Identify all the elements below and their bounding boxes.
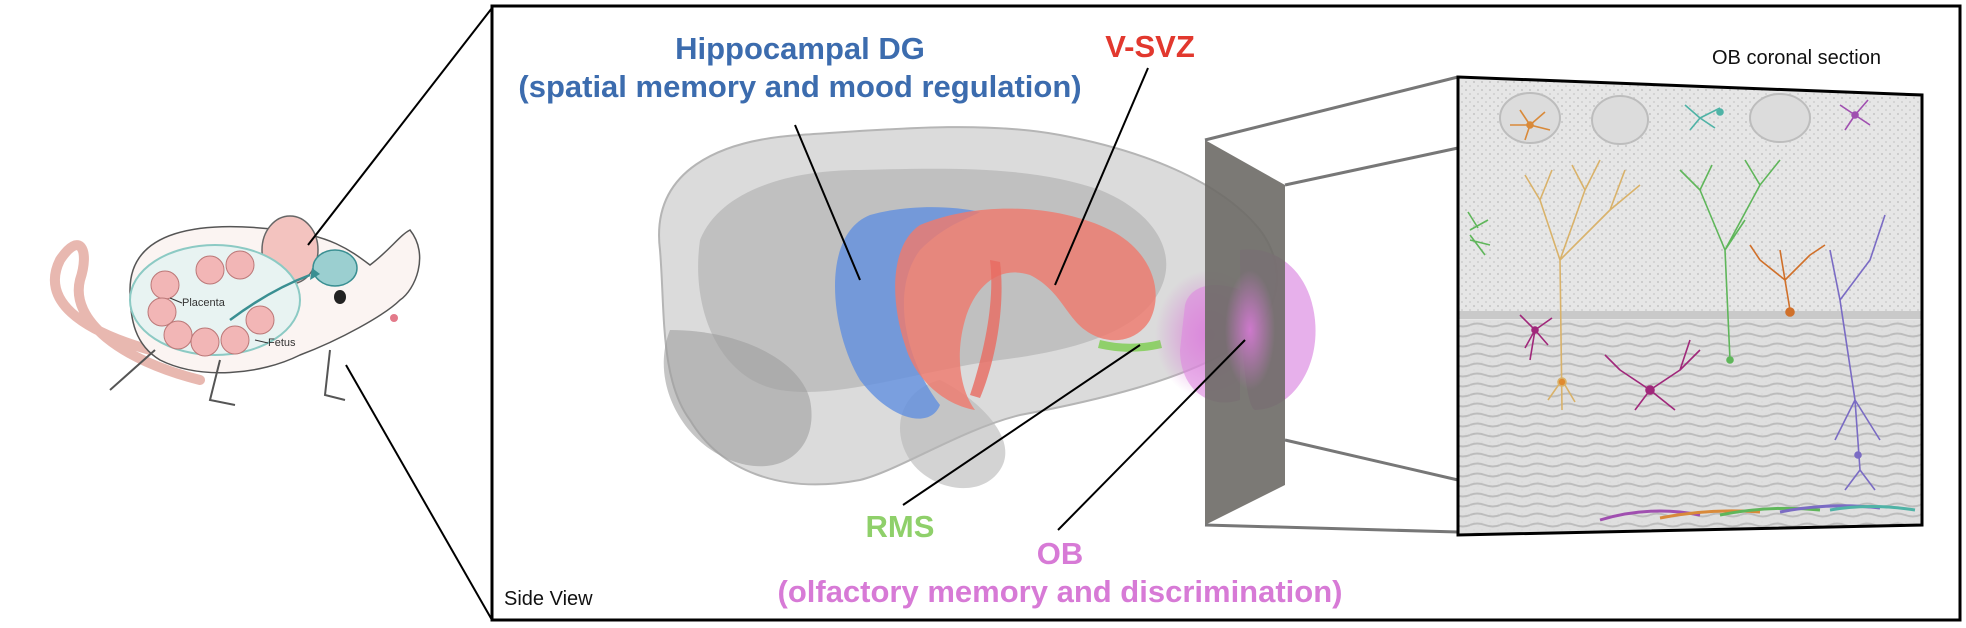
transfer-arrow-head bbox=[310, 268, 320, 280]
dg-title: Hippocampal DG bbox=[675, 31, 925, 66]
dg-subtitle: (spatial memory and mood regulation) bbox=[518, 69, 1082, 104]
section-striped-layer bbox=[1458, 320, 1922, 535]
hippocampal-dg-shape bbox=[835, 207, 980, 419]
zoom-line-bottom bbox=[345, 364, 493, 621]
mouse-leg-back-2 bbox=[109, 349, 156, 391]
mouse-eye bbox=[334, 290, 346, 304]
mouse-leg-front bbox=[323, 349, 346, 401]
section-frame bbox=[1456, 75, 1924, 537]
fetus-group bbox=[147, 250, 275, 357]
brain-side-view bbox=[658, 126, 1316, 525]
neuron-teal-top bbox=[1684, 104, 1724, 131]
neuron-magenta-left bbox=[1519, 314, 1553, 361]
neuron-green-left bbox=[1467, 211, 1491, 256]
pregnant-mouse-illustration bbox=[49, 215, 421, 406]
side-view-label: Side View bbox=[504, 588, 593, 610]
fetus-label: Fetus bbox=[268, 337, 296, 349]
vsvz-shape bbox=[895, 208, 1156, 410]
mouse-leg-back bbox=[208, 359, 236, 406]
ob-coronal-section-label: OB coronal section bbox=[1712, 47, 1881, 69]
cerebellum-shape bbox=[663, 330, 812, 467]
section-zoom-line-2 bbox=[1284, 146, 1459, 187]
neuron-orange-right bbox=[1749, 244, 1826, 317]
neuron-green-mitral bbox=[1679, 159, 1781, 364]
placenta-leader bbox=[169, 297, 183, 304]
mouse-tail bbox=[49, 240, 205, 385]
neuron-lavender-right bbox=[1829, 214, 1886, 491]
mouse-brain-highlight bbox=[312, 249, 358, 287]
rms-leader-line bbox=[902, 344, 1141, 506]
placenta-label: Placenta bbox=[182, 297, 225, 309]
transfer-arrow bbox=[229, 273, 311, 322]
vsvz-leader-line bbox=[1054, 67, 1149, 286]
section-zoom-line-1 bbox=[1204, 75, 1459, 142]
zoom-line-top bbox=[307, 7, 493, 246]
glomerulus-1 bbox=[1499, 92, 1561, 144]
fetus-leader bbox=[254, 339, 269, 344]
mouse-nose bbox=[390, 314, 398, 322]
vsvz-label: V-SVZ bbox=[1105, 29, 1195, 64]
glomerulus-3 bbox=[1749, 93, 1811, 143]
section-plane-glow bbox=[1225, 270, 1275, 390]
ob-title: OB bbox=[1036, 536, 1084, 571]
neuron-purple-top bbox=[1839, 99, 1871, 131]
rms-label: RMS bbox=[865, 509, 935, 544]
neuron-orange-top bbox=[1510, 109, 1551, 141]
section-zoom-line-3 bbox=[1284, 438, 1459, 482]
ob-leader-line bbox=[1057, 339, 1246, 531]
ob-subtitle: (olfactory memory and discrimination) bbox=[777, 574, 1343, 609]
vsvz-stream-shape bbox=[970, 260, 1002, 398]
dg-leader-line bbox=[794, 124, 861, 281]
neuron-magenta-center bbox=[1604, 339, 1701, 411]
axon-bundle-bottom bbox=[1599, 504, 1916, 522]
glomerulus-2 bbox=[1591, 95, 1649, 145]
rms-shape bbox=[1098, 340, 1162, 352]
neuron-yellow-mitral bbox=[1524, 159, 1641, 411]
section-zoom-line-4 bbox=[1204, 523, 1459, 534]
ob-coronal-section bbox=[1456, 75, 1924, 537]
